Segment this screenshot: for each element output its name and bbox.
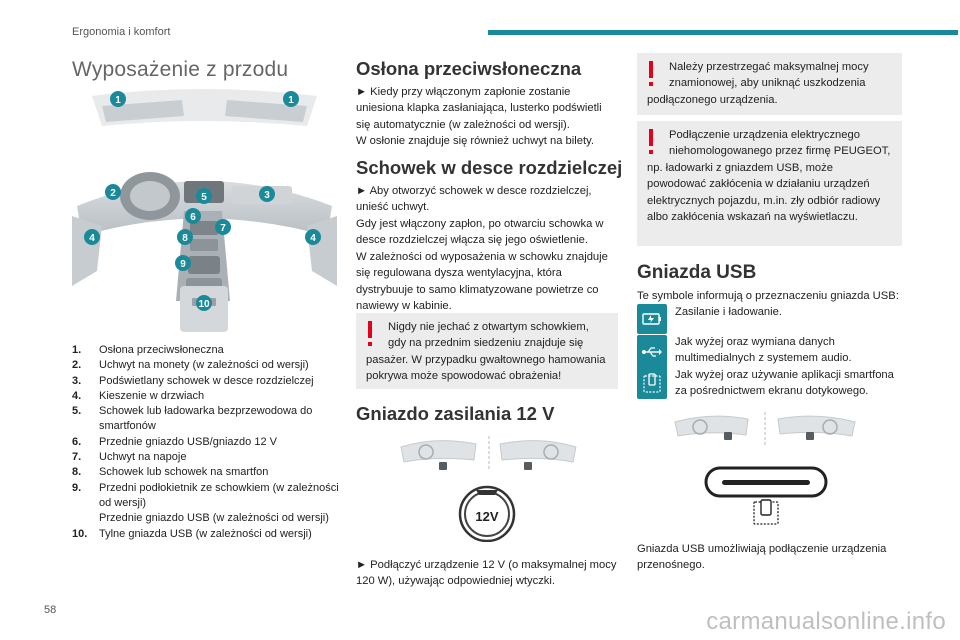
usb-intro: Te symbole informują o przeznaczeniu gni… [637,290,899,302]
glovebox-warning-rest: gdy na przednim siedzeniu znajduje się p… [366,337,606,383]
watermark: carmanualsonline.info [706,608,946,635]
callout-7: 7 [220,223,226,234]
power-socket-illustration: 12V [400,436,577,542]
callout-markers: 1 1 2 5 3 6 7 8 4 4 9 10 [84,91,321,311]
callout-6: 6 [190,212,196,223]
glovebox-heading: Schowek w desce rozdzielczej [356,157,623,178]
list-item: 5.Schowek lub ładowarka bezprzewodowa do… [72,405,313,433]
glovebox-paragraph-1: ► Aby otworzyć schowek w desce rozdzielc… [356,185,592,214]
glovebox-warning-line-1: Nigdy nie jechać z otwartym schowkiem, [388,321,589,333]
smartphone-mirror-icon [637,367,667,399]
device-warning-rest: niehomologowanego przez firmę PEUGEOT, n… [647,145,891,224]
power-warning: Należy przestrzegać maksymalnej mocy zna… [637,53,902,115]
warning-icon [649,61,653,86]
usb-icon [637,335,667,369]
list-item: 7.Uchwyt na napoje [72,451,187,464]
warning-icon [368,321,372,346]
callout-5: 5 [201,192,207,203]
list-item: 2.Uchwyt na monety (w zależności od wers… [72,359,309,372]
list-item: 6.Przednie gniazdo USB/gniazdo 12 V [72,435,277,448]
callout-1a: 1 [115,95,121,106]
glovebox-paragraph-2: Gdy jest włączony zapłon, po otwarciu sc… [356,218,604,247]
callout-4b: 4 [310,233,316,244]
usb-symbol-text: Jak wyżej oraz wymiana danych multimedia… [675,336,852,365]
header-accent-bar [488,30,958,35]
sun-visor-paragraph-1: ► Kiedy przy włączonym zapłonie zostanie… [356,86,602,131]
glovebox-warning: Nigdy nie jechać z otwartym schowkiem, g… [356,313,618,389]
usb-symbol-text: Zasilanie i ładowanie. [675,306,782,318]
usb-symbol-row: Zasilanie i ładowanie. [637,304,902,334]
usb-paragraph: Gniazda USB umożliwiają podłączenie urzą… [637,543,887,572]
warning-icon [649,129,653,154]
battery-charge-icon [637,304,667,334]
callout-2: 2 [110,188,116,199]
equipment-list: 1.Osłona przeciwsłoneczna 2.Uchwyt na mo… [72,343,342,542]
glovebox-paragraph-3: W zależności od wyposażenia w schowku zn… [356,251,608,313]
page-title: Wyposażenie z przodu [72,58,289,81]
section-header: Ergonomia i komfort [72,26,171,38]
power-warning-line-1: Należy przestrzegać maksymalnej mocy [669,61,869,73]
callout-3: 3 [264,190,270,201]
list-item: 1.Osłona przeciwsłoneczna [72,344,224,356]
power-socket-heading: Gniazdo zasilania 12 V [356,403,555,424]
list-item: 8.Schowek lub schowek na smartfon [72,466,269,479]
device-warning-line-1: Podłączenie urządzenia elektrycznego [669,129,860,141]
callout-4a: 4 [89,233,95,244]
callout-9: 9 [180,259,186,270]
power-socket-paragraph: ► Podłączyć urządzenie 12 V (o maksymaln… [356,559,617,588]
usb-heading: Gniazda USB [637,262,757,283]
socket-12v-label: 12V [475,509,498,524]
usb-symbol-row: Jak wyżej oraz używanie aplikacji smartf… [637,367,902,400]
usb-symbol-text: Jak wyżej oraz używanie aplikacji smartf… [675,369,894,398]
list-item: Przednie gniazdo USB (w zależności od we… [99,512,329,525]
device-warning: Podłączenie urządzenia elektrycznego nie… [637,121,902,246]
callout-1b: 1 [288,95,294,106]
list-item: 9.Przedni podłokietnik ze schowkiem (w z… [72,481,339,509]
sun-visor-heading: Osłona przeciwsłoneczna [356,58,582,79]
usb-symbol-row: Jak wyżej oraz wymiana danych multimedia… [637,333,902,369]
callout-8: 8 [182,233,188,244]
power-warning-rest: znamionowej, aby uniknąć uszkodzenia pod… [647,77,866,106]
front-cabin-illustration: 1 1 2 5 3 6 7 8 4 4 9 10 [72,86,337,334]
callout-10: 10 [198,299,210,310]
list-item: 10.Tylne gniazda USB (w zależności od we… [72,527,312,540]
sun-visor-paragraph-2: W osłonie znajduje się również uchwyt na… [356,135,594,147]
list-item: 3.Podświetlany schowek w desce rozdzielc… [72,374,314,387]
page-number: 58 [44,604,57,616]
list-item: 4.Kieszenie w drzwiach [72,389,205,402]
usb-ports-illustration [674,412,856,525]
